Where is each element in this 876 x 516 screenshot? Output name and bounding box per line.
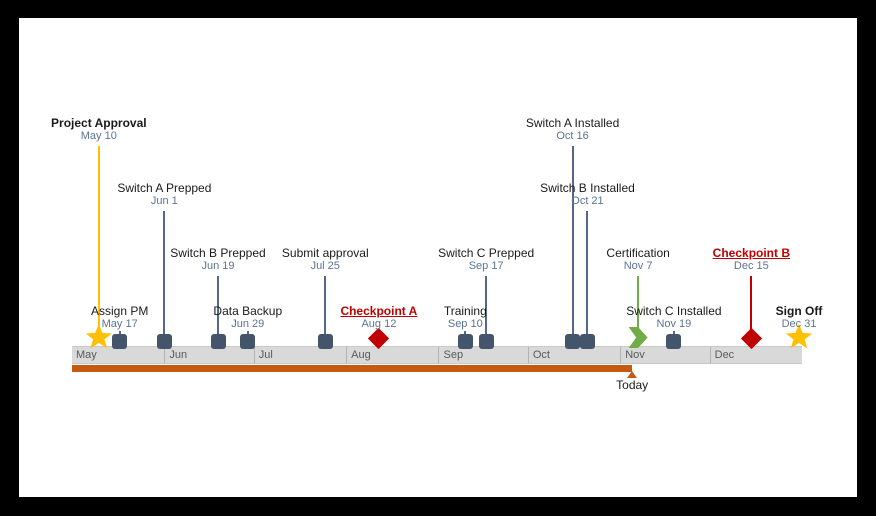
milestone-marker-square-icon [112, 334, 128, 349]
milestone-leader-line [586, 211, 589, 339]
milestone-date: Dec 31 [781, 318, 817, 330]
month-label-aug: Aug [346, 347, 438, 363]
milestone-date: Oct 16 [556, 130, 589, 142]
milestone-date: Oct 21 [571, 195, 604, 207]
milestone-marker-square-icon [317, 334, 333, 349]
milestone-leader-line [485, 276, 488, 339]
milestone-leader-line [637, 276, 640, 339]
milestone-date: Nov 19 [656, 318, 692, 330]
milestone-title: Switch B Installed [540, 181, 635, 195]
progress-bar [72, 365, 633, 372]
month-label-jul: Jul [253, 347, 346, 363]
milestone-title: Switch B Prepped [170, 246, 266, 260]
milestone-title: Submit approval [281, 246, 369, 260]
month-label-jun: Jun [164, 347, 253, 363]
milestone-date: Sep 17 [468, 260, 504, 272]
milestone-leader-line [217, 276, 219, 339]
milestone-leader-line [750, 276, 753, 339]
milestone-title: Sign Off [775, 304, 823, 318]
milestone-title: Project Approval [51, 116, 147, 130]
milestone-title: Switch C Installed [626, 304, 722, 318]
chart-canvas [19, 18, 857, 497]
milestone-date: Sep 10 [447, 318, 483, 330]
milestone-date: May 10 [80, 130, 117, 142]
milestone-title: Training [443, 304, 487, 318]
milestone-leader-line [163, 211, 166, 339]
milestone-marker-square-icon [210, 334, 226, 349]
month-label-dec: Dec [709, 347, 802, 363]
milestone-marker-square-icon [457, 334, 473, 349]
milestone-marker-square-icon [156, 334, 172, 349]
milestone-marker-chevron-icon [628, 327, 648, 348]
milestone-date: May 17 [101, 318, 138, 330]
milestone-date: Jun 29 [231, 318, 265, 330]
milestone-marker-square-icon [565, 334, 581, 349]
month-label-oct: Oct [527, 347, 620, 363]
milestone-date: Aug 12 [361, 318, 397, 330]
milestone-marker-square-icon [579, 334, 595, 349]
milestone-title: Data Backup [213, 304, 283, 318]
milestone-marker-square-icon [478, 334, 494, 349]
milestone-date: Jun 1 [150, 195, 178, 207]
milestone-title: Checkpoint B [712, 246, 791, 260]
month-label-sep: Sep [438, 347, 527, 363]
milestone-marker-square-icon [666, 334, 682, 349]
milestone-date: Jul 25 [310, 260, 340, 272]
milestone-date: Jun 19 [201, 260, 235, 272]
milestone-title: Assign PM [90, 304, 149, 318]
milestone-leader-line [571, 146, 574, 339]
milestone-leader-line [97, 146, 100, 339]
milestone-title: Switch C Prepped [438, 246, 535, 260]
month-label-nov: Nov [620, 347, 709, 363]
today-arrow-icon [627, 371, 638, 378]
milestone-title: Switch A Installed [525, 116, 620, 130]
milestone-title: Checkpoint A [340, 304, 418, 318]
month-label-may: May [76, 349, 97, 361]
milestone-title: Certification [606, 246, 670, 260]
milestone-marker-square-icon [240, 334, 256, 349]
milestone-leader-line [324, 276, 327, 339]
today-label: Today [616, 378, 649, 392]
milestone-date: Nov 7 [623, 260, 653, 272]
milestone-title: Switch A Prepped [117, 181, 212, 195]
milestone-date: Dec 15 [733, 260, 769, 272]
